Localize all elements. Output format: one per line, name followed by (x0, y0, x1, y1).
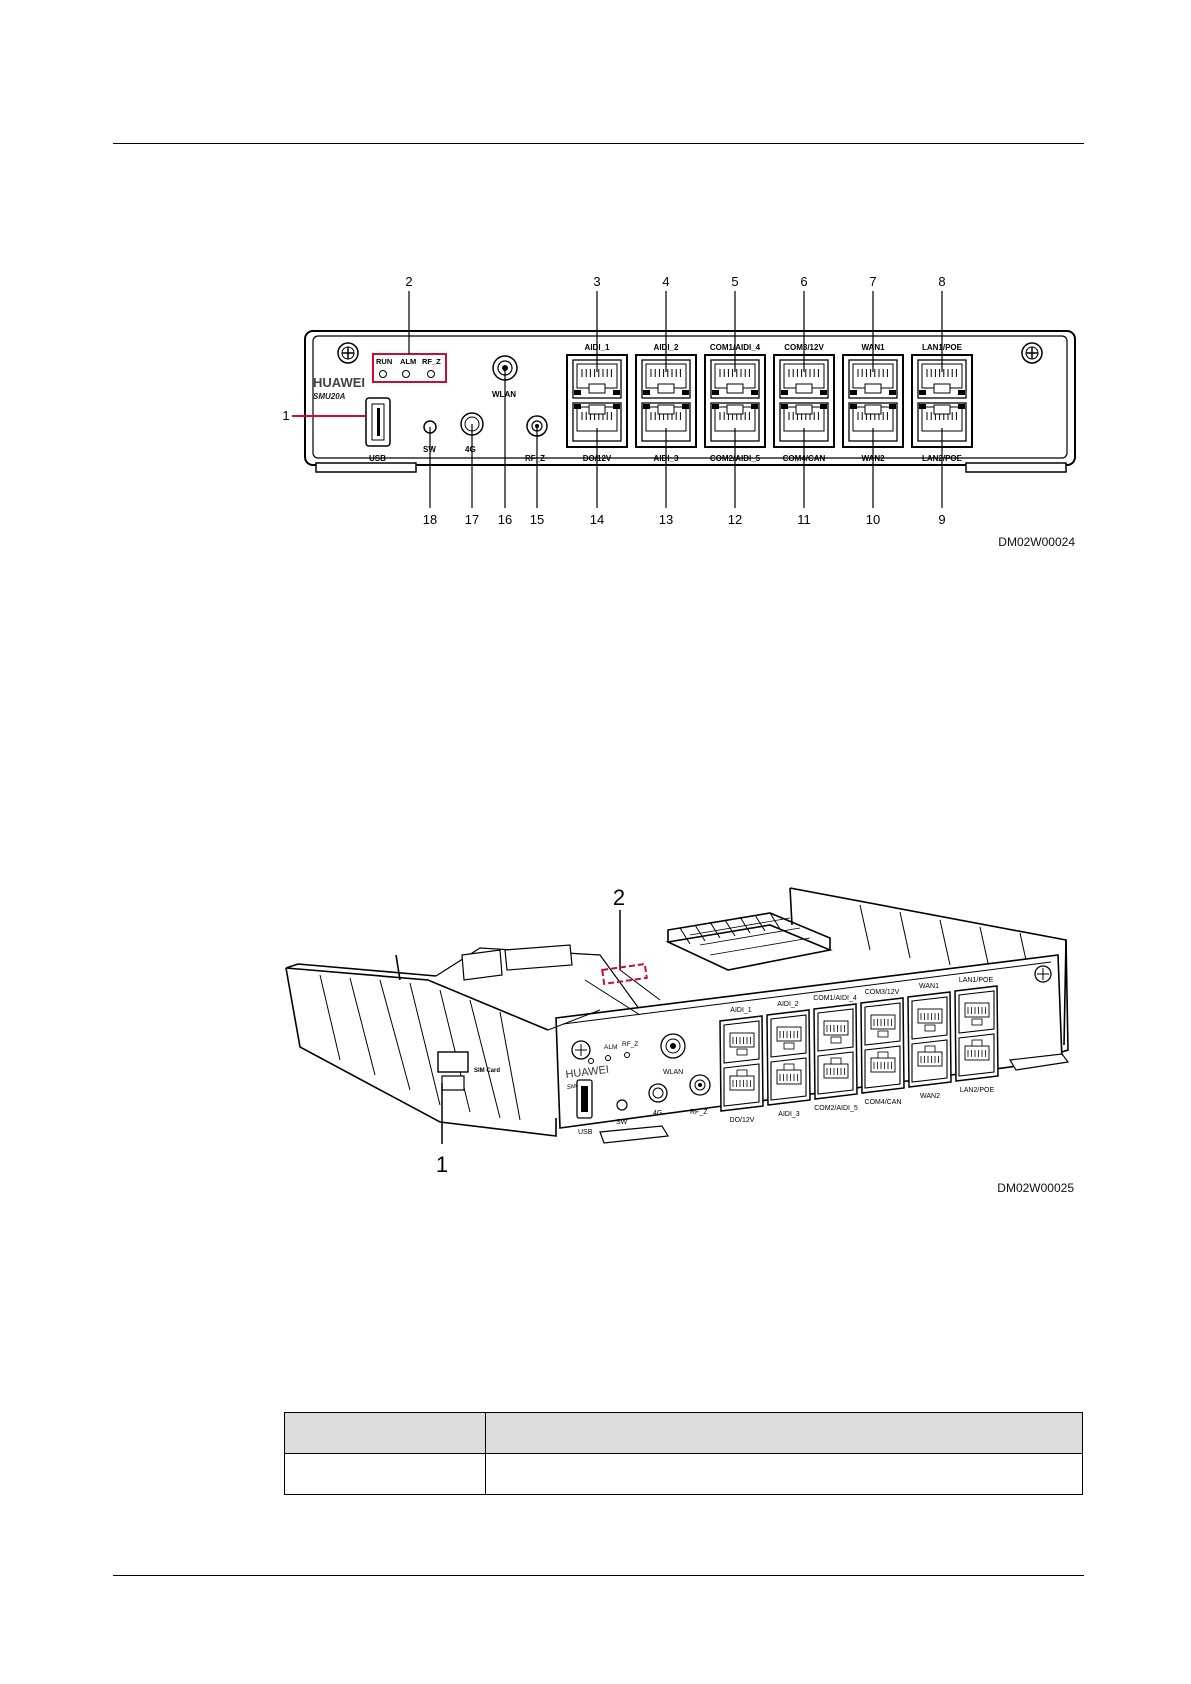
rj45-port-icon (770, 1057, 807, 1101)
figure-id-label: DM02W00024 (998, 535, 1075, 549)
led-label: RF_Z (622, 1041, 638, 1048)
callout-label: 13 (659, 512, 673, 527)
callout-label: 8 (938, 274, 945, 289)
callout-label: 1 (282, 408, 289, 423)
info-table (284, 1412, 1083, 1495)
wlan-label: WLAN (492, 390, 516, 399)
callout-group: 1 2 3 4 5 6 7 8 18 17 16 15 14 13 12 11 10 9 (282, 274, 945, 527)
antenna-wlan-icon (660, 1033, 686, 1059)
led-label: ALM (604, 1044, 617, 1051)
port-label-top: LAN1/POE (959, 977, 994, 984)
table-header-row (284, 1412, 1083, 1454)
rfz-label: RF_Z (690, 1109, 708, 1116)
sim-card-label: SIM Card (474, 1068, 500, 1074)
callout-label: 12 (728, 512, 742, 527)
led-group: RUN ALM RF_Z (376, 357, 441, 378)
sw-button-icon (616, 1099, 628, 1111)
highlight-box (601, 962, 648, 985)
callout-label: 17 (465, 512, 479, 527)
port-label-top: AIDI_1 (730, 1007, 752, 1014)
wlan-label: WLAN (663, 1069, 683, 1076)
port-label-top: COM1/AIDI_4 (813, 995, 857, 1002)
rj45-port-icon (817, 1051, 854, 1095)
table-cell (485, 1412, 1083, 1454)
callout-label: 14 (590, 512, 604, 527)
callout-label: 15 (530, 512, 544, 527)
led-alm-icon (402, 370, 410, 378)
rj45-port-icon (864, 1045, 901, 1089)
port-label-bottom: WAN2 (920, 1093, 940, 1100)
rj45-port-icon (911, 1039, 948, 1083)
port-label-bottom: COM2/AIDI_5 (814, 1105, 858, 1112)
callout-label: 5 (731, 274, 738, 289)
status-led-icon (588, 1058, 594, 1064)
callout-label: 7 (869, 274, 876, 289)
table-cell (485, 1453, 1083, 1495)
rj45-port-icon (817, 1008, 854, 1052)
callout-label: 18 (423, 512, 437, 527)
rj45-port-icon (958, 1033, 995, 1077)
port-label-top: WAN1 (919, 983, 939, 990)
g4-label: 4G (465, 445, 476, 454)
port-label-bottom: DO/12V (730, 1117, 755, 1124)
table-cell (284, 1412, 486, 1454)
rj45-port-icon (723, 1063, 760, 1107)
port-label-bottom: LAN2/POE (960, 1087, 995, 1094)
usb-port-icon (365, 397, 391, 447)
table-row (284, 1453, 1083, 1495)
usb-label: USB (578, 1129, 593, 1136)
brand-label: HUAWEI (313, 375, 365, 390)
rfz-label: RF_Z (525, 454, 545, 463)
callout-label: 2 (405, 274, 412, 289)
led-run-icon (379, 370, 387, 378)
usb-label: USB (369, 454, 386, 463)
antenna-rfz-icon (689, 1074, 711, 1096)
rj45-port-icon (723, 1020, 760, 1064)
sw-label: SW (616, 1119, 628, 1126)
led-label: ALM (400, 357, 416, 366)
rj45-port-icon (770, 1014, 807, 1058)
port-label-bottom: AIDI_3 (778, 1111, 800, 1118)
callout-label: 3 (593, 274, 600, 289)
led-label: RF_Z (422, 357, 441, 366)
footer-rule (113, 1575, 1084, 1576)
model-label: SMU20A (313, 392, 346, 401)
brand-label: HUAWEI (565, 1064, 610, 1081)
usb-port-icon (576, 1079, 593, 1119)
callout-label: 1 (436, 1152, 448, 1177)
rj45-port-icon (848, 402, 898, 442)
callout-label: 4 (662, 274, 669, 289)
callout-label: 9 (938, 512, 945, 527)
g4-label: 4G (653, 1110, 662, 1117)
port-label-top: AIDI_2 (777, 1001, 799, 1008)
screw-icon (337, 342, 359, 364)
rj45-port-icon (572, 359, 622, 399)
callout-label: 16 (498, 512, 512, 527)
screw-icon (1021, 342, 1043, 364)
header-rule (113, 143, 1084, 144)
antenna-4g-icon (648, 1083, 668, 1103)
rj45-port-icon (958, 990, 995, 1034)
rj45-port-icon (864, 1002, 901, 1046)
led-label: RUN (376, 357, 392, 366)
led-alm-icon (605, 1055, 611, 1061)
screw-icon (571, 1040, 591, 1060)
led-rfz-icon (427, 370, 435, 378)
callout-label: 2 (613, 885, 625, 910)
figure-id-label: DM02W00025 (997, 1181, 1074, 1195)
led-rfz-icon (624, 1052, 630, 1058)
port-label-top: COM3/12V (865, 989, 900, 996)
callout-label: 6 (800, 274, 807, 289)
port-label-bottom: COM4/CAN (865, 1099, 902, 1106)
rj45-port-icon (911, 996, 948, 1040)
callout-label: 11 (797, 512, 811, 527)
screw-icon (1034, 965, 1052, 983)
table-cell (284, 1453, 486, 1495)
callout-label: 10 (866, 512, 880, 527)
rj45-port-icon (917, 402, 967, 442)
